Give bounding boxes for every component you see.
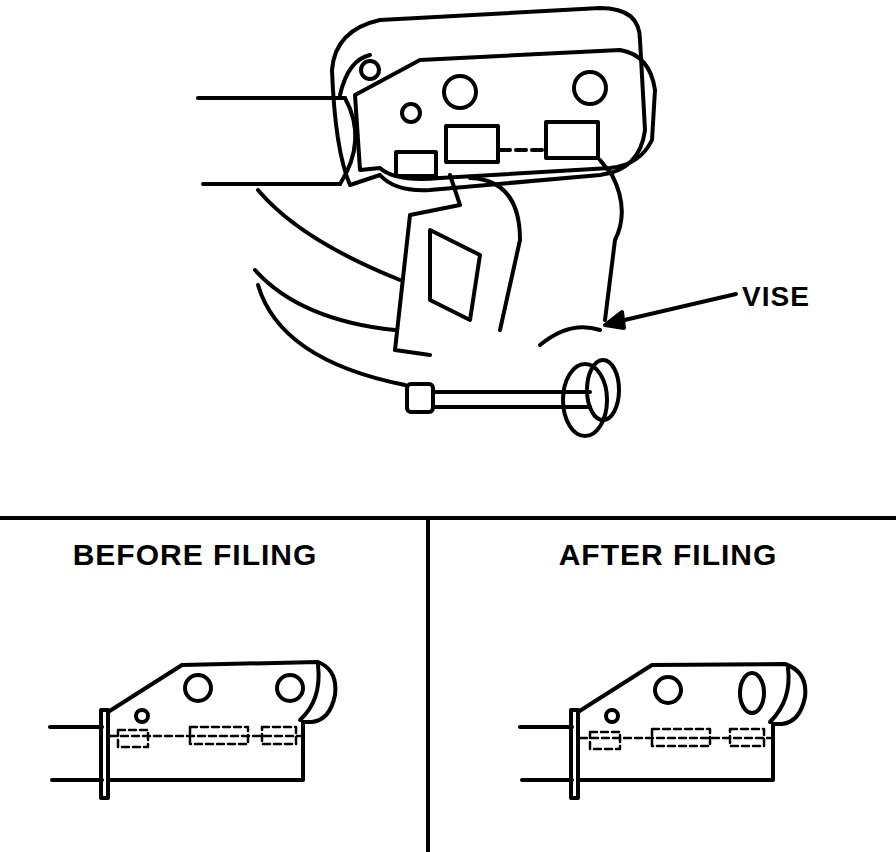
part-label: VISE (742, 283, 810, 311)
panel-heading: AFTER FILING (559, 540, 778, 570)
panel-heading: BEFORE FILING (73, 540, 318, 570)
